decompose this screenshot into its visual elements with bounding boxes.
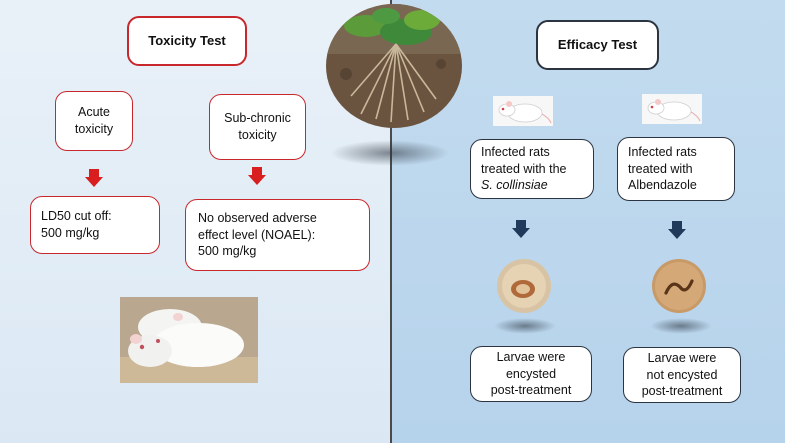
ld50-line1: LD50 cut off: bbox=[41, 209, 112, 224]
rat-image-2 bbox=[642, 94, 702, 124]
not-encysted-larva-photo bbox=[652, 259, 706, 313]
not-encysted-line3: post-treatment bbox=[641, 384, 723, 399]
efficacy-test-title: Efficacy Test bbox=[536, 20, 659, 70]
noael-line3: 500 mg/kg bbox=[198, 244, 257, 259]
acute-toxicity-box: Acute toxicity bbox=[55, 91, 133, 151]
albendazole-line1: Infected rats bbox=[628, 144, 697, 159]
larva-photo-shadow bbox=[650, 318, 712, 334]
encysted-result-box: Larvae were encysted post-treatment bbox=[470, 346, 592, 402]
ld50-line2: 500 mg/kg bbox=[41, 226, 100, 240]
down-arrow-icon bbox=[668, 221, 686, 239]
noael-line2: effect level (NOAEL): bbox=[198, 227, 316, 242]
not-encysted-line2: not encysted bbox=[646, 367, 718, 382]
subchronic-toxicity-box: Sub-chronic toxicity bbox=[209, 94, 306, 160]
ld50-box: LD50 cut off: 500 mg/kg bbox=[30, 196, 160, 254]
collinsiae-treatment-box: Infected rats treated with the S. collin… bbox=[470, 139, 594, 199]
encysted-line2: encysted bbox=[505, 366, 557, 381]
plant-photo-shadow bbox=[330, 140, 450, 166]
not-encysted-line1: Larvae were bbox=[647, 350, 717, 365]
acute-line1: Acute bbox=[78, 105, 110, 120]
panel-divider bbox=[390, 0, 392, 443]
toxicity-test-title: Toxicity Test bbox=[127, 16, 247, 66]
noael-box: No observed adverse effect level (NOAEL)… bbox=[185, 199, 370, 271]
encysted-line3: post-treatment bbox=[490, 383, 572, 398]
encysted-line1: Larvae were bbox=[496, 349, 566, 364]
rats-photo bbox=[120, 297, 258, 383]
not-encysted-result-box: Larvae were not encysted post-treatment bbox=[623, 347, 741, 403]
larva-photo-shadow bbox=[494, 318, 556, 334]
down-arrow-icon bbox=[248, 167, 266, 185]
toxicity-test-label: Toxicity Test bbox=[148, 33, 226, 49]
down-arrow-icon bbox=[512, 220, 530, 238]
encysted-larva-photo bbox=[497, 259, 551, 313]
collinsiae-line2: treated with the bbox=[481, 161, 567, 176]
rat-image-1 bbox=[493, 96, 553, 126]
subchronic-line2: toxicity bbox=[238, 128, 277, 142]
acute-line2: toxicity bbox=[74, 122, 114, 136]
albendazole-treatment-box: Infected rats treated with Albendazole bbox=[617, 137, 735, 201]
down-arrow-icon bbox=[85, 169, 103, 187]
collinsiae-line3: S. collinsiae bbox=[481, 178, 548, 193]
subchronic-line1: Sub-chronic bbox=[224, 111, 291, 126]
noael-line1: No observed adverse bbox=[198, 210, 317, 225]
efficacy-test-label: Efficacy Test bbox=[557, 37, 638, 53]
collinsiae-line1: Infected rats bbox=[481, 144, 550, 159]
albendazole-line2: treated with bbox=[628, 161, 693, 176]
plant-photo bbox=[326, 4, 462, 128]
albendazole-line3: Albendazole bbox=[628, 178, 697, 193]
